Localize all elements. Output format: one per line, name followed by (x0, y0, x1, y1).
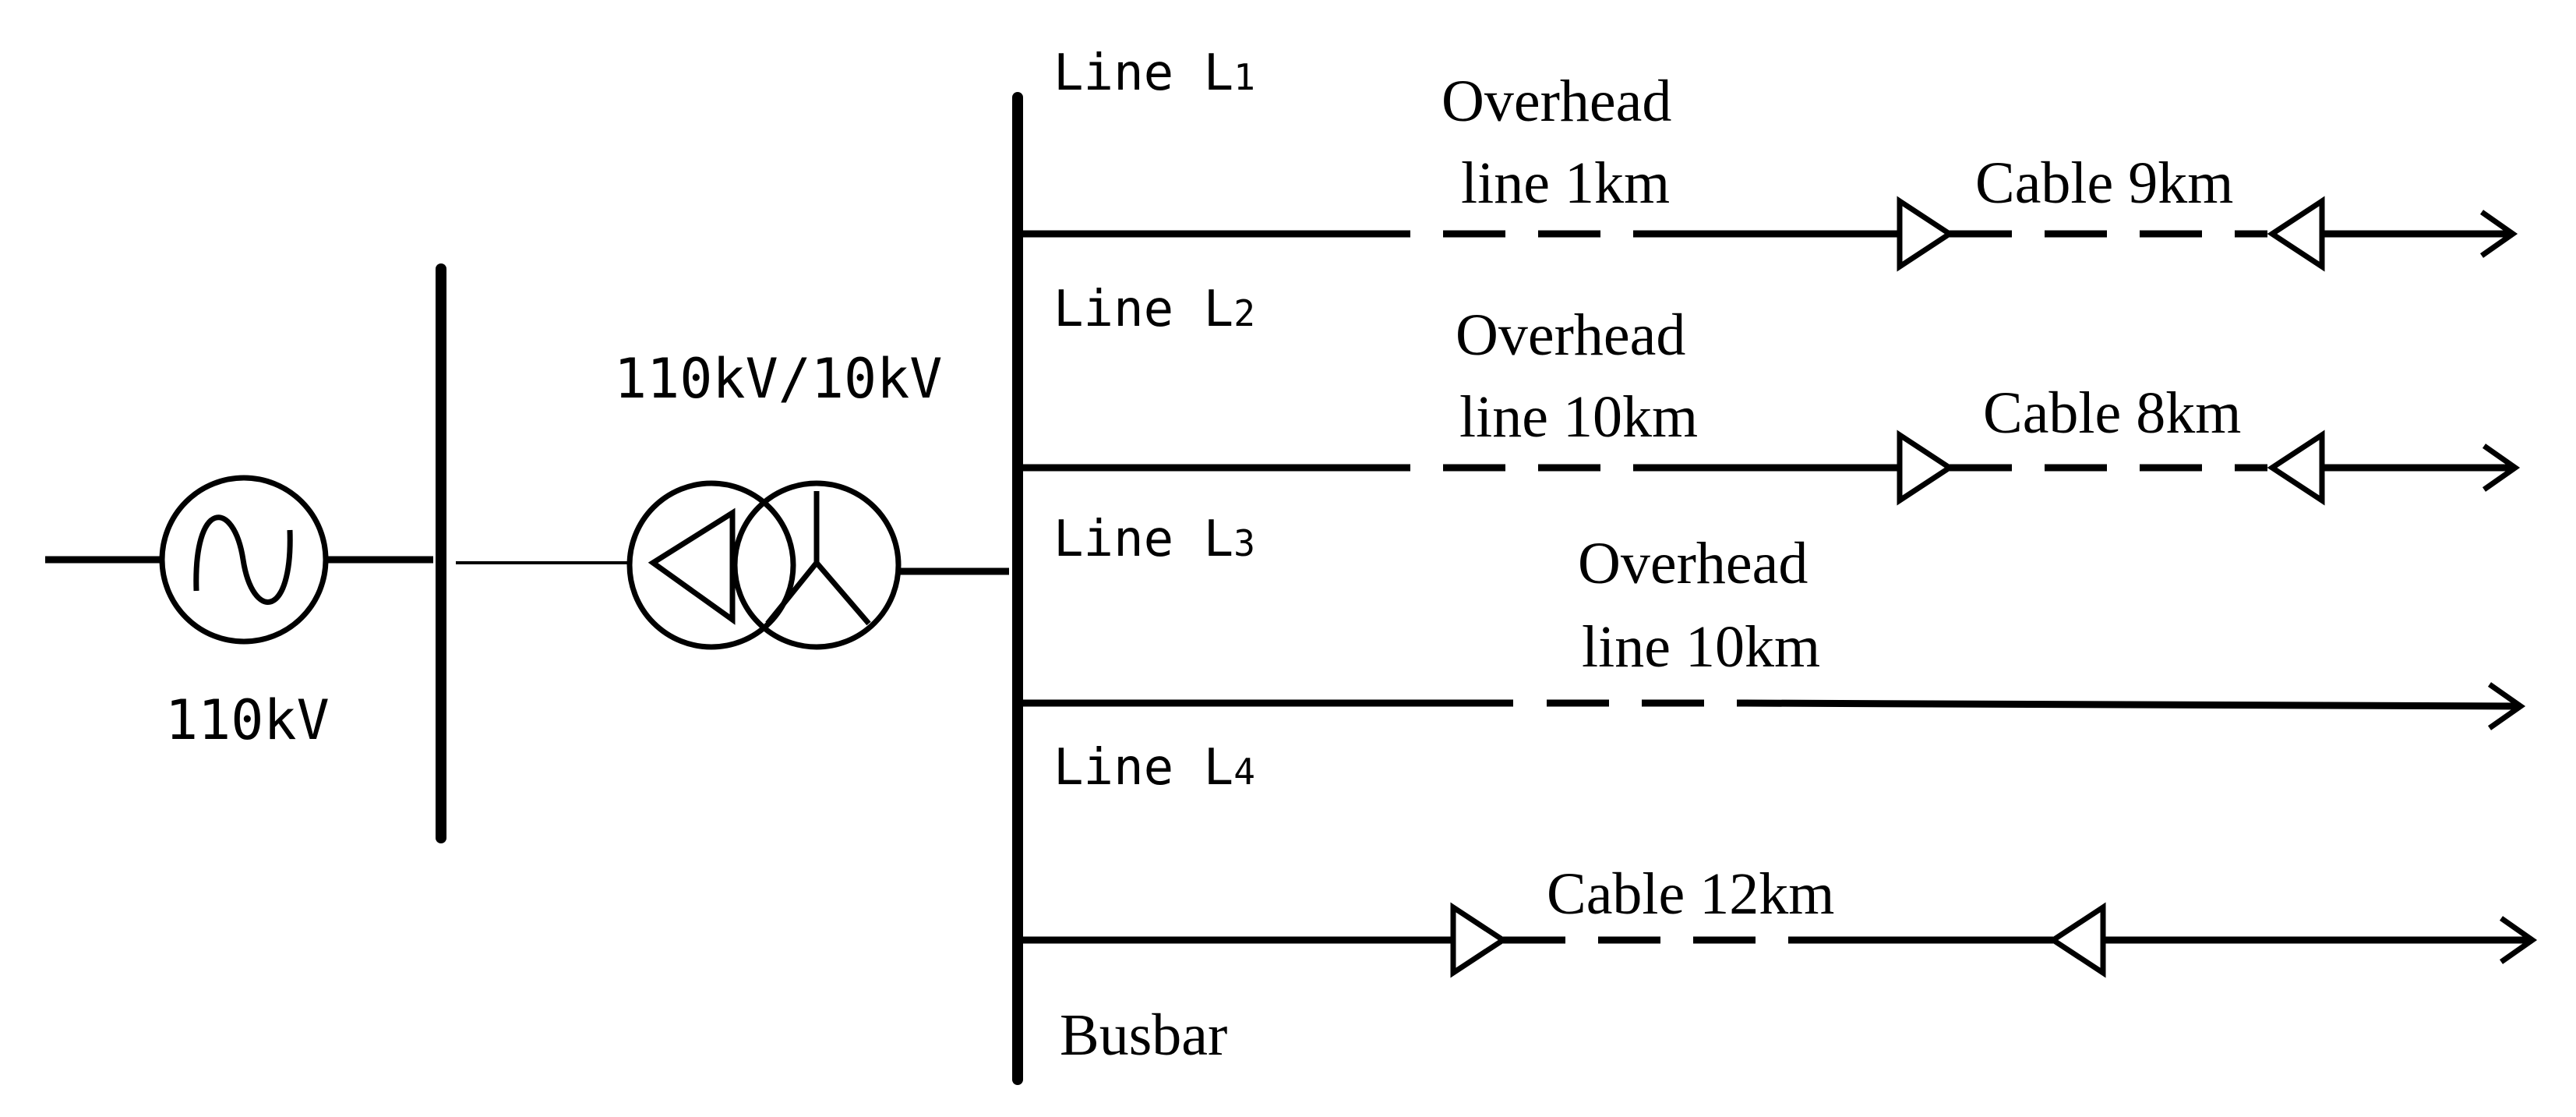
feeder-l3-overhead-label: Overhead (1578, 531, 1808, 596)
feeder-l4: Line L4 Cable 12km (1022, 739, 2538, 978)
feeder-l1-overhead-label: Overhead (1442, 69, 1671, 134)
feeder-l1-cable-start-terminal (1897, 196, 1955, 272)
feeder-l2: Line L2 Overhead line 10km Cable 8km (1022, 281, 2521, 506)
feeder-l2-cable-length: Cable 8km (1983, 380, 2241, 446)
feeder-l3-overhead-length: line 10km (1582, 614, 1820, 680)
feeder-l3-name: Line L3 (1053, 511, 1255, 568)
transformer-ratio-label: 110kV/10kV (614, 347, 942, 411)
feeder-l4-cable-length: Cable 12km (1547, 861, 1834, 927)
delta-winding-icon (648, 507, 736, 625)
feeder-l4-cable-start-terminal (1450, 902, 1509, 978)
feeder-l2-cable-start-terminal (1897, 429, 1955, 506)
feeder-l3-arrow-icon (2487, 682, 2526, 730)
sine-wave-icon (193, 514, 293, 605)
feeder-l2-arrow-icon (2482, 444, 2521, 492)
generator-symbol (159, 475, 329, 645)
feeder-l4-cable-end-terminal (2048, 902, 2106, 978)
busbar-label: Busbar (1060, 1002, 1227, 1068)
feeder-l2-cable-end-terminal (2267, 429, 2325, 506)
transformer-symbol (626, 480, 902, 650)
feeder-l2-overhead-length: line 10km (1459, 384, 1698, 450)
feeder-l1: Line L1 Overhead line 1km Cable 9km (1022, 44, 2518, 272)
feeder-l1-cable-length: Cable 9km (1975, 150, 2233, 216)
feeder-l4-arrow-icon (2499, 916, 2538, 964)
feeder-l1-name: Line L1 (1053, 44, 1255, 102)
feeder-l4-name: Line L4 (1053, 739, 1255, 797)
feeder-l1-arrow-icon (2479, 210, 2518, 258)
feeder-l3: Line L3 Overhead line 10km (1022, 511, 2526, 730)
feeder-l1-overhead-length: line 1km (1461, 150, 1670, 216)
feeder-l3-load-line (1745, 699, 2521, 710)
feeder-l2-name: Line L2 (1053, 281, 1255, 338)
feeder-l2-overhead-label: Overhead (1456, 302, 1685, 368)
wye-winding-icon (765, 491, 871, 626)
source-voltage-label: 110kV (165, 688, 330, 752)
feeder-l1-cable-end-terminal (2267, 196, 2325, 272)
